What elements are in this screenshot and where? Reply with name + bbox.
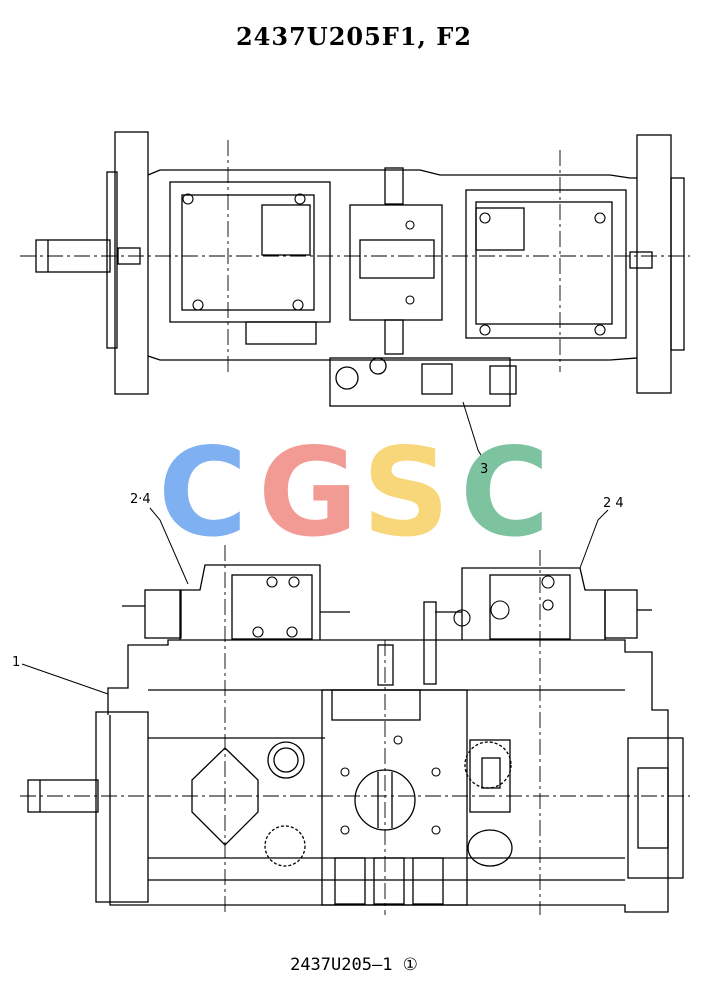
- regulator-valve: [329, 357, 511, 407]
- callout-2-4-right: 2 4: [603, 496, 624, 511]
- callout-3: 3: [480, 462, 489, 477]
- front-view: [20, 545, 690, 915]
- right-regulator: [469, 739, 511, 813]
- drawing-caption: 2437U205—1 ①: [290, 955, 418, 975]
- center-manifold: [321, 689, 468, 906]
- watermark-letter-c1: C: [158, 422, 248, 564]
- watermark-letter-c2: C: [460, 422, 550, 564]
- left-valve-block: [179, 564, 321, 640]
- right-end-cap: [627, 737, 684, 879]
- right-flange-plate: [636, 134, 672, 394]
- callout-1: 1: [12, 655, 21, 670]
- top-view: [20, 131, 690, 407]
- watermark-letter-g: G: [258, 422, 359, 564]
- watermark-letter-s: S: [362, 422, 450, 564]
- input-flange: [95, 711, 149, 903]
- left-flange-rim: [106, 171, 118, 349]
- drawing-title: 2437U205F1, F2: [235, 22, 472, 51]
- right-flange-rim: [670, 177, 685, 351]
- main-housing: [107, 639, 669, 913]
- left-gauge-port: [267, 741, 305, 779]
- leader-lines: [21, 401, 609, 695]
- right-pump-housing: [465, 189, 627, 339]
- callout-2-4-left: 2·4: [130, 492, 151, 507]
- left-flange-plate: [114, 131, 149, 395]
- left-pump-housing: [169, 181, 331, 323]
- right-valve-block: [461, 567, 606, 640]
- center-block: [349, 204, 443, 321]
